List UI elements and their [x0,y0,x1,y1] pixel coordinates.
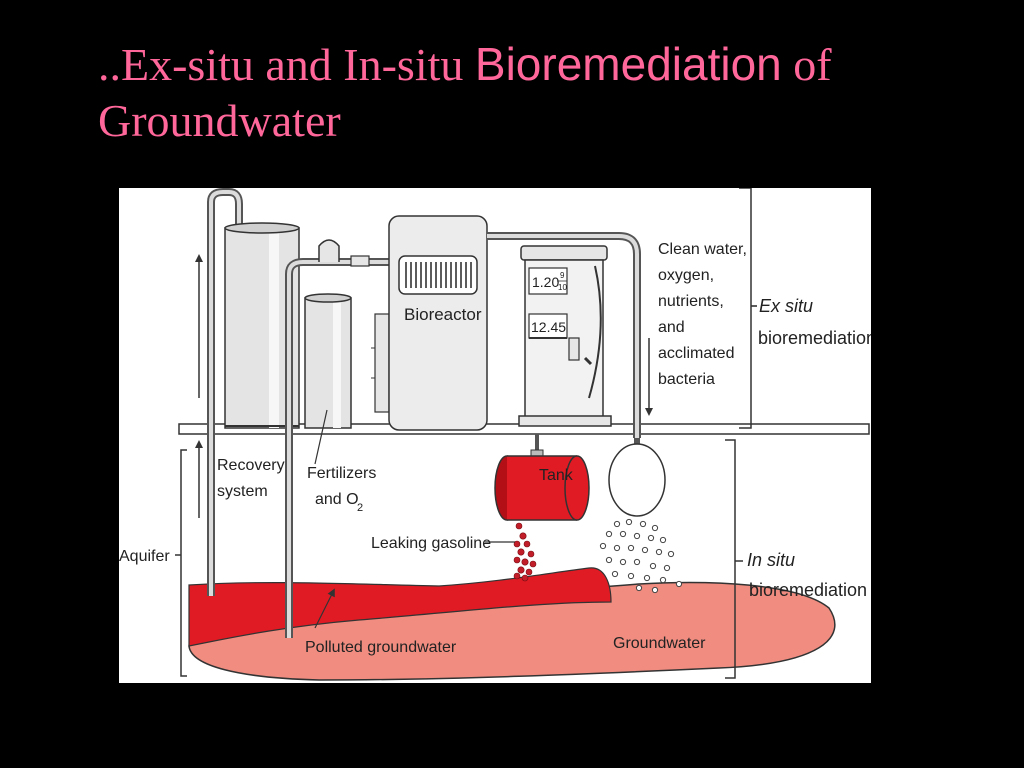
title-part-3: of [781,39,832,90]
recovery-label-line-1: Recovery [217,457,285,474]
polluted-groundwater-label: Polluted groundwater [305,639,457,656]
leaking-label: Leaking gasoline [371,535,491,552]
recovery-label-line-2: system [217,483,268,500]
bioremediation-diagram: Bioreactor 1.20 9 10 12.45 [119,188,871,683]
in-situ-bracket [725,439,736,679]
oxygen-bubbles [599,518,683,594]
bioreactor-vent [405,262,472,288]
bioreactor-side-gauge [374,313,390,413]
leaking-gasoline-drops [513,522,537,582]
clean-water-line-3: nutrients, [658,293,724,310]
pump-price: 1.20 [532,274,559,290]
fertilizers-subscript: 2 [357,502,363,514]
title-line-2: Groundwater [98,95,341,146]
underground-tank [494,455,590,521]
clean-water-line-1: Clean water, [658,241,747,258]
ex-situ-label: Ex situ [759,296,813,316]
fertilizers-label-line-2: and O [315,491,359,508]
pump-fraction-num: 9 [560,271,565,280]
title-part-2: Bioremediation [474,38,782,90]
injector-bulb [608,443,666,517]
aquifer-bracket [180,449,187,677]
aquifer-label: Aquifer [119,548,170,565]
pump-fraction-den: 10 [558,283,567,292]
pump-total: 12.45 [531,319,566,335]
clean-water-label: Clean water, oxygen, nutrients, and accl… [658,241,747,388]
fertilizer-leader [314,409,328,465]
ex-situ-sub-label: bioremediation [758,328,871,348]
slide-title: ..Ex-situ and In-situ Bioremediation of … [98,36,998,149]
clean-water-line-4: and [658,319,685,336]
fertilizers-label-line-1: Fertilizers [307,465,376,482]
groundwater-label: Groundwater [613,635,706,652]
ex-situ-bracket [739,188,752,429]
polluted-groundwater-layer [188,567,612,647]
gas-pump-cap [520,245,608,261]
clean-water-line-5: acclimated [658,345,734,362]
in-situ-label: In situ [747,550,795,570]
polluted-leader [314,588,335,629]
fertilizer-cylinder [304,297,352,429]
in-situ-sub-label: bioremediation [749,580,867,600]
diagram-svg: Bioreactor 1.20 9 10 12.45 [119,188,871,681]
title-part-1: ..Ex-situ and In-situ [98,39,475,90]
clean-water-line-6: bacteria [658,371,715,388]
pump-hose [588,265,602,399]
bioreactor-label: Bioreactor [404,305,482,324]
tank-label: Tank [539,467,574,484]
clean-water-line-2: oxygen, [658,267,714,284]
